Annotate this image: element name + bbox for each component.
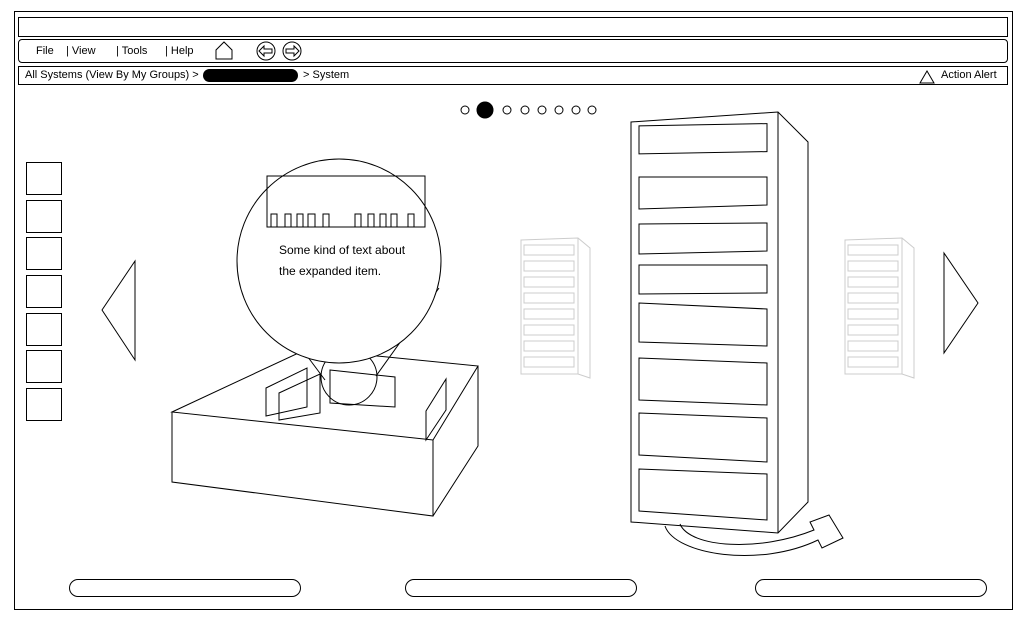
rack-slot	[523, 324, 575, 336]
rotate-arrow-icon[interactable]	[664, 514, 844, 556]
menu-help[interactable]: | Help	[165, 45, 194, 57]
rack-slot	[847, 292, 899, 304]
thumbnail-1[interactable]	[26, 162, 62, 195]
next-arrow[interactable]	[943, 251, 979, 355]
home-icon[interactable]	[215, 41, 233, 60]
thumbnail-7[interactable]	[26, 388, 62, 421]
thumbnail-3[interactable]	[26, 237, 62, 270]
window-frame	[14, 11, 1013, 610]
rack-slot	[523, 276, 575, 288]
carousel-dot[interactable]	[571, 105, 581, 115]
rack-slot	[523, 244, 575, 256]
thumbnail-5[interactable]	[26, 313, 62, 346]
callout-description: Some kind of text about the expanded ite…	[279, 240, 405, 282]
server-rack-illustration[interactable]	[630, 111, 809, 534]
alert-icon	[919, 70, 935, 84]
thumbnail-2[interactable]	[26, 200, 62, 233]
menu-view[interactable]: | View	[66, 45, 96, 57]
back-icon[interactable]	[256, 41, 276, 61]
carousel-dot[interactable]	[476, 101, 494, 119]
thumbnail-6[interactable]	[26, 350, 62, 383]
carousel-dot[interactable]	[537, 105, 547, 115]
rack-slot	[523, 292, 575, 304]
magnifier-callout	[236, 158, 442, 364]
action-pill-1[interactable]	[69, 579, 301, 597]
callout-line-2: the expanded item.	[279, 264, 382, 278]
carousel-dot[interactable]	[554, 105, 564, 115]
rack-slot	[523, 356, 575, 368]
carousel-dot[interactable]	[502, 105, 512, 115]
action-pill-2[interactable]	[405, 579, 637, 597]
menu-bar: File | View | Tools | Help	[18, 39, 1008, 63]
rack-slot	[847, 356, 899, 368]
rack-slot	[523, 260, 575, 272]
prev-arrow[interactable]	[101, 259, 136, 362]
breadcrumb-redacted-group[interactable]	[203, 69, 298, 82]
callout-line-1: Some kind of text about	[279, 243, 406, 257]
rack-slot	[847, 260, 899, 272]
action-alert-label[interactable]: Action Alert	[941, 69, 997, 81]
carousel-dots[interactable]	[460, 101, 597, 119]
desktop-chassis-illustration[interactable]	[170, 158, 479, 517]
thumbnail-4[interactable]	[26, 275, 62, 308]
breadcrumb-current: > System	[303, 69, 350, 81]
menu-tools[interactable]: | Tools	[116, 45, 148, 57]
action-pill-3[interactable]	[755, 579, 987, 597]
rack-slot	[847, 324, 899, 336]
breadcrumb-root[interactable]: All Systems (View By My Groups) >	[25, 69, 199, 81]
rack-slot	[847, 340, 899, 352]
carousel-dot[interactable]	[520, 105, 530, 115]
rack-slot	[847, 308, 899, 320]
carousel-dot[interactable]	[460, 105, 470, 115]
server-rack-next-faded[interactable]	[844, 237, 915, 379]
rack-slot	[523, 340, 575, 352]
rack-slot	[847, 276, 899, 288]
carousel-dot[interactable]	[587, 105, 597, 115]
server-rack-prev-faded[interactable]	[520, 237, 591, 379]
title-bar	[18, 17, 1008, 37]
forward-icon[interactable]	[282, 41, 302, 61]
menu-file[interactable]: File	[36, 45, 54, 57]
breadcrumb: All Systems (View By My Groups) > > Syst…	[18, 66, 1008, 85]
rack-slot	[847, 244, 899, 256]
rack-slot	[523, 308, 575, 320]
